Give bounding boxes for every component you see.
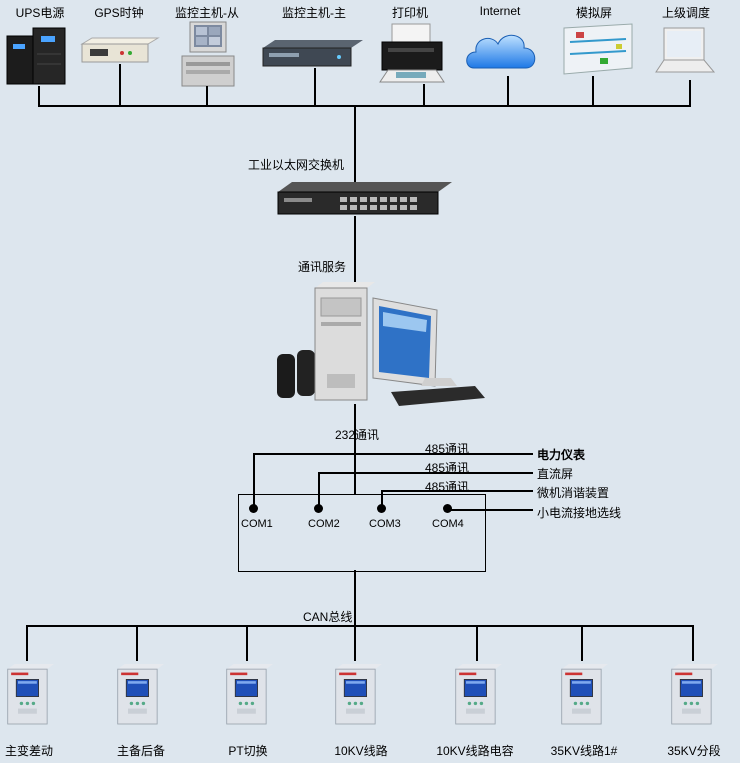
right-device-dc-panel: 直流屏 [537, 467, 574, 481]
relay-icon-2 [117, 663, 164, 725]
bottom-device-label-3: PT切换 [228, 744, 268, 758]
relay-icon-3 [226, 663, 273, 725]
port-com3: COM3 [369, 518, 401, 530]
link-485-label-2: 485通讯 [425, 461, 470, 475]
port-com4: COM4 [432, 518, 464, 530]
port-com2: COM2 [308, 518, 340, 530]
can-bus-line [26, 625, 694, 627]
bottom-device-label-5: 10KV线路电容 [436, 744, 514, 758]
link-485-label-3: 485通讯 [425, 480, 470, 494]
top-device-label-monitor-slave: 监控主机-从 [175, 6, 239, 20]
link-232-label: 232通讯 [335, 428, 380, 442]
rack-server-icon [262, 40, 363, 67]
right-device-ground-select: 小电流接地选线 [537, 506, 622, 520]
printer-icon [379, 23, 445, 83]
relay-icon-6 [561, 663, 608, 725]
top-device-label-ups: UPS电源 [15, 6, 65, 20]
relay-icon-4 [335, 663, 382, 725]
bottom-device-label-1: 主变差动 [4, 744, 54, 758]
right-device-harmonic: 微机消谐装置 [537, 486, 610, 500]
gps-clock-icon [80, 37, 160, 63]
can-bus-label: CAN总线 [303, 610, 353, 624]
laptop-icon [655, 27, 716, 73]
top-device-label-gps: GPS时钟 [94, 6, 144, 20]
workstation-icon [181, 21, 235, 87]
top-device-label-internet: Internet [479, 4, 521, 18]
switch-label: 工业以太网交换机 [248, 158, 345, 172]
relay-icon-1 [7, 663, 54, 725]
top-device-label-mimic: 模拟屏 [575, 6, 613, 20]
server-label: 通讯服务 [298, 260, 347, 274]
top-device-label-monitor-master: 监控主机-主 [282, 6, 346, 20]
mimic-panel-icon [563, 23, 633, 75]
port-com1: COM1 [241, 518, 273, 530]
com-port-box [238, 494, 486, 572]
desktop-pc-icon [277, 282, 485, 406]
top-device-label-printer: 打印机 [391, 6, 429, 20]
cloud-icon [466, 34, 536, 69]
ethernet-bus-line [38, 105, 691, 107]
relay-icon-5 [455, 663, 502, 725]
ups-icon [6, 27, 66, 85]
right-device-meter: 电力仪表 [537, 448, 586, 462]
bottom-device-label-7: 35KV分段 [667, 744, 721, 758]
relay-icon-7 [671, 663, 718, 725]
link-485-label-1: 485通讯 [425, 442, 470, 456]
bottom-device-label-4: 10KV线路 [334, 744, 388, 758]
top-device-label-dispatch: 上级调度 [661, 6, 711, 20]
ethernet-switch-icon [277, 182, 452, 215]
bottom-device-label-2: 主备后备 [116, 744, 166, 758]
bottom-device-label-6: 35KV线路1# [550, 744, 618, 758]
